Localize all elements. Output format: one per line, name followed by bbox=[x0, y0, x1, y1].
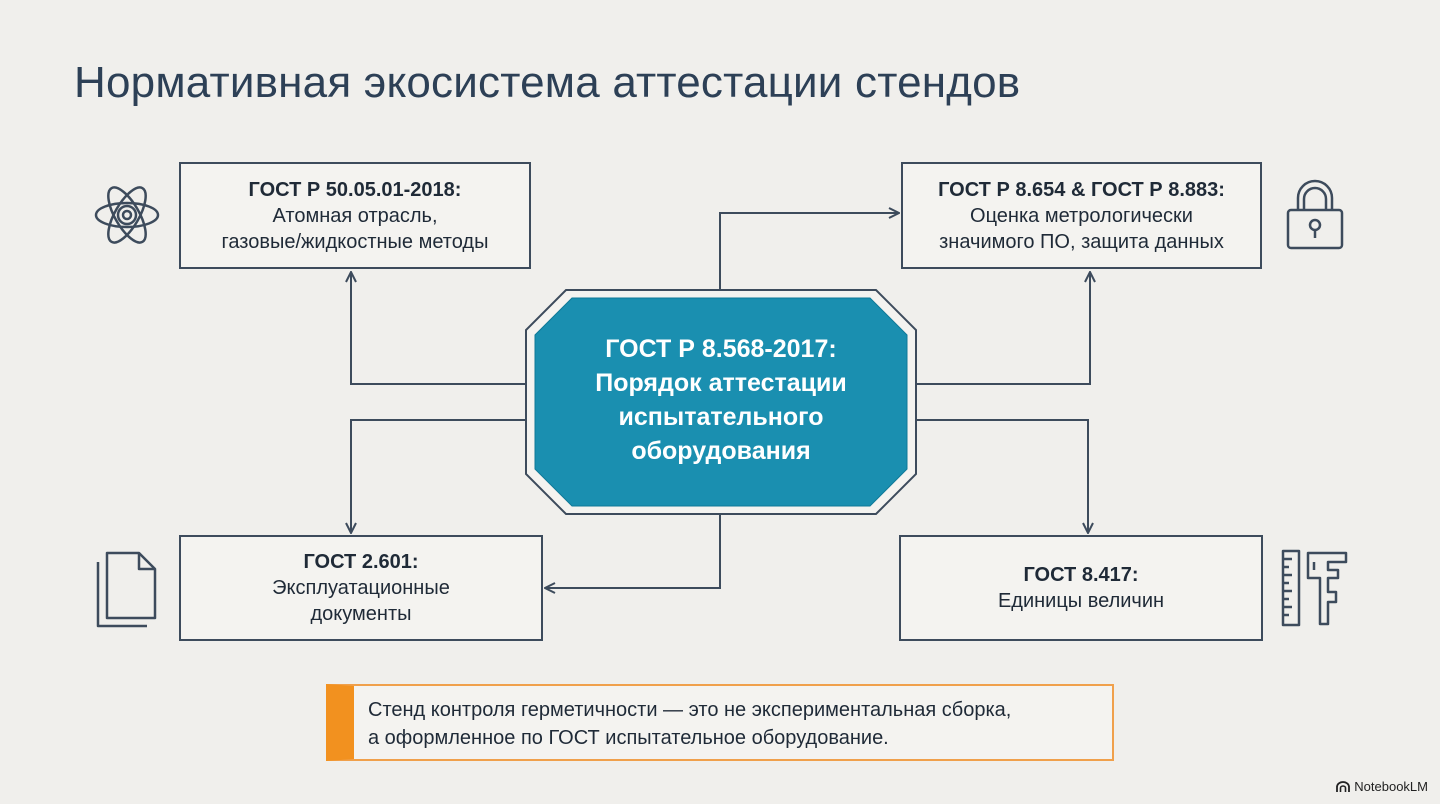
node-bottom-right: ГОСТ 8.417: Единицы величин bbox=[899, 535, 1263, 641]
node-text: документы bbox=[310, 603, 412, 625]
node-text: Атомная отрасль, bbox=[272, 204, 438, 227]
documents-icon bbox=[96, 551, 157, 628]
connector-to-top-left bbox=[351, 272, 528, 385]
notebooklm-logo-icon bbox=[1336, 780, 1351, 792]
callout-line: Стенд контроля герметичности — это не эк… bbox=[368, 699, 1012, 721]
node-code: ГОСТ Р 8.654 & ГОСТ Р 8.883: bbox=[938, 178, 1225, 201]
key-message-callout: Стенд контроля герметичности — это не эк… bbox=[326, 684, 1114, 761]
node-text: Единицы величин bbox=[997, 590, 1165, 612]
ruler-caliper-icon bbox=[1281, 549, 1348, 627]
node-top-left: ГОСТ Р 50.05.01-2018: Атомная отрасль, г… bbox=[179, 162, 531, 269]
connector-to-bottom-left-b bbox=[545, 514, 721, 588]
node-code: ГОСТ Р 50.05.01-2018: bbox=[248, 178, 462, 201]
watermark-label: NotebookLM bbox=[1354, 779, 1428, 794]
center-octagon-fill bbox=[534, 297, 908, 507]
node-code: ГОСТ 8.417: bbox=[1023, 564, 1139, 586]
node-text: Эксплуатационные bbox=[272, 577, 450, 599]
connector-to-top-right-a bbox=[719, 213, 899, 290]
connector-to-top-right-b bbox=[914, 272, 1090, 385]
atom-icon bbox=[94, 186, 160, 244]
node-bottom-left: ГОСТ 2.601: Эксплуатационные документы bbox=[179, 535, 543, 641]
center-line: испытательного bbox=[618, 403, 824, 431]
connector-to-bottom-left-a bbox=[351, 419, 528, 533]
center-node: ГОСТ Р 8.568-2017: Порядок аттестации ис… bbox=[545, 300, 897, 500]
node-code: ГОСТ 2.601: bbox=[303, 551, 419, 573]
page-title: Нормативная экосистема аттестации стендо… bbox=[74, 58, 1021, 107]
node-text: газовые/жидкостные методы bbox=[221, 230, 489, 253]
center-line: оборудования bbox=[631, 437, 811, 465]
connector-to-bottom-right bbox=[914, 419, 1088, 533]
center-line: Порядок аттестации bbox=[595, 369, 847, 397]
center-code: ГОСТ Р 8.568-2017: bbox=[605, 335, 837, 363]
node-text: значимого ПО, защита данных bbox=[939, 230, 1224, 253]
node-text: Оценка метрологически bbox=[970, 204, 1193, 227]
node-top-right: ГОСТ Р 8.654 & ГОСТ Р 8.883: Оценка метр… bbox=[901, 162, 1262, 269]
callout-line: а оформленное по ГОСТ испытательное обор… bbox=[368, 727, 889, 749]
padlock-icon bbox=[1286, 179, 1344, 250]
notebooklm-watermark: NotebookLM bbox=[1336, 779, 1428, 794]
